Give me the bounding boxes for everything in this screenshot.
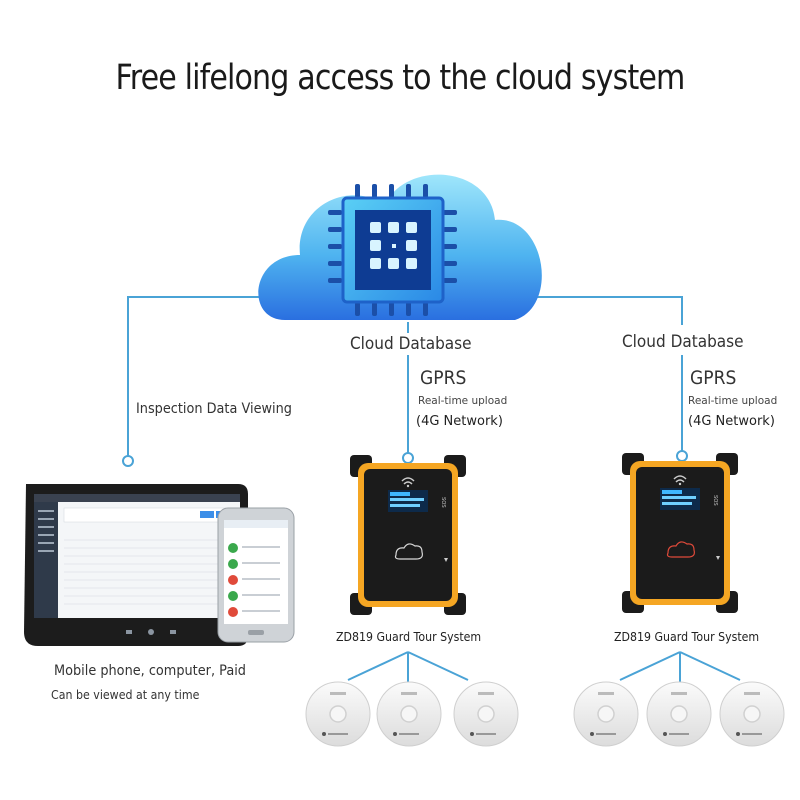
gprs-label-left: GPRS <box>420 367 467 389</box>
gprs-label-right: GPRS <box>690 367 737 389</box>
connector-lines <box>127 296 741 690</box>
rfid-tags <box>305 681 785 747</box>
guard-device-right: SOS <box>622 453 738 613</box>
devices-caption: Mobile phone, computer, Paid <box>54 663 246 679</box>
network-label-left: (4G Network) <box>416 414 503 429</box>
connector-dot-mid <box>402 452 414 464</box>
line-to-db-right <box>500 296 683 325</box>
phone-icon <box>217 507 295 643</box>
page-title: Free lifelong access to the cloud system <box>115 58 685 98</box>
inspection-label: Inspection Data Viewing <box>136 401 292 417</box>
device-label-right: ZD819 Guard Tour System <box>614 629 760 644</box>
line-to-viewing <box>127 296 282 458</box>
connector-dot-left <box>122 455 134 467</box>
rfid-tag-icon <box>305 681 371 747</box>
devices-subcaption: Can be viewed at any time <box>51 688 200 702</box>
rfid-tag-icon <box>376 681 442 747</box>
rfid-tag-icon <box>453 681 519 747</box>
upload-label-right: Real-time upload <box>688 395 778 407</box>
rfid-tag-icon <box>719 681 785 747</box>
db-label-left: Cloud Database <box>350 334 472 354</box>
svg-text:SOS: SOS <box>440 497 446 508</box>
rfid-tag-icon <box>573 681 639 747</box>
cloud-chip-icon <box>258 174 542 320</box>
connector-dot-right <box>676 450 688 462</box>
upload-label-left: Real-time upload <box>418 395 508 407</box>
cloud-button-icon <box>394 543 423 560</box>
wifi-icon <box>673 475 687 483</box>
rfid-tag-icon <box>646 681 712 747</box>
wifi-icon <box>401 477 415 485</box>
db-label-right: Cloud Database <box>622 332 744 352</box>
device-label-left: ZD819 Guard Tour System <box>336 629 482 644</box>
guard-device-left: SOS <box>350 455 466 615</box>
cloud-button-icon <box>666 541 695 558</box>
svg-text:SOS: SOS <box>712 495 718 506</box>
tablet-icon <box>24 484 248 646</box>
network-label-right: (4G Network) <box>688 414 775 429</box>
